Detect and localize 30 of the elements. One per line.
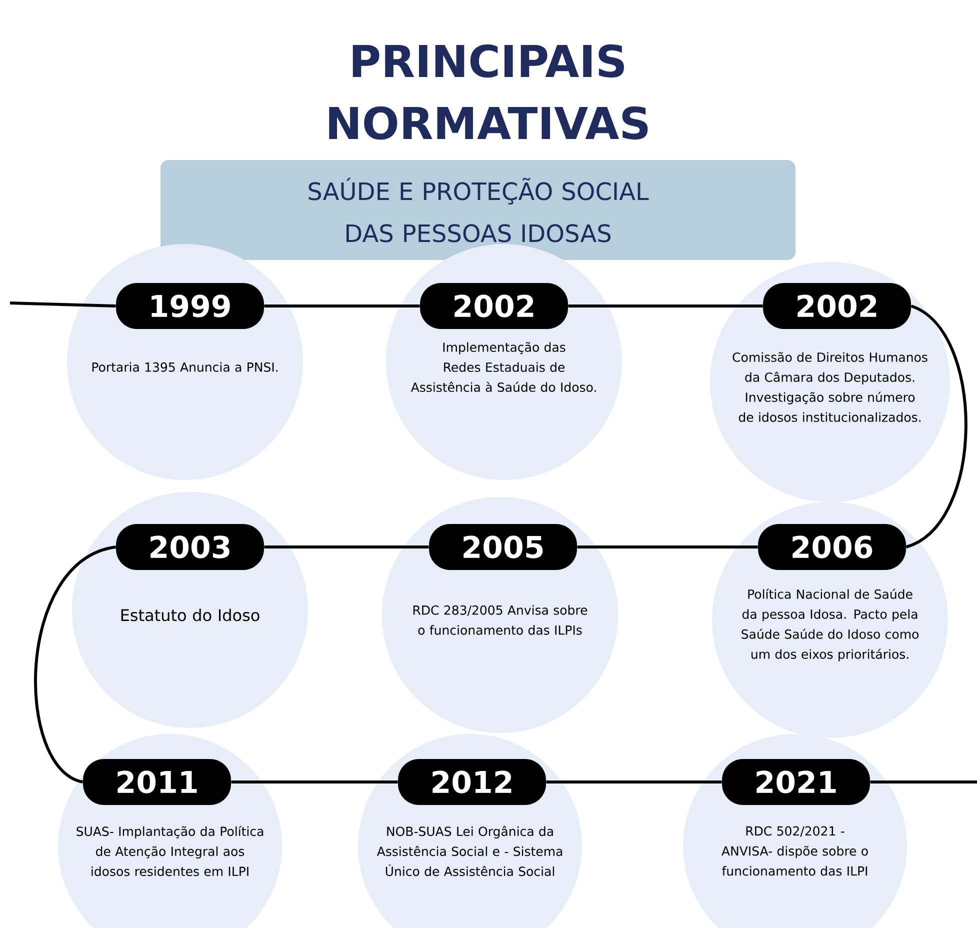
timeline-line: [906, 304, 968, 548]
timeline-line: [870, 780, 977, 784]
event-description: SUAS- Implantação da Política de Atenção Integral aos idosos residentes em ILPI: [76, 826, 264, 876]
timeline-line: [10, 302, 116, 308]
subtitle-band: SAÚDE E PROTEÇÃO SOCIAL DAS PESSOAS IDOSAS: [160, 160, 796, 260]
timeline-line: [568, 304, 763, 308]
timeline-line: [577, 546, 758, 548]
year-pill: 2005: [429, 524, 577, 570]
year-pill: 1999: [116, 283, 264, 329]
event-description: Estatuto do Idoso: [121, 608, 260, 622]
year-pill: 2002: [763, 283, 911, 329]
event-description: RDC 283/2005 Anvisa sobre o funcionamento das ILPIs: [413, 605, 588, 635]
title: PRINCIPAIS NORMATIVAS: [329, 44, 648, 140]
year-pill: 2002: [420, 283, 568, 329]
timeline-line: [231, 780, 398, 784]
timeline-line: [264, 546, 429, 548]
year-pill: 2012: [398, 759, 546, 805]
event-description: RDC 502/2021 - ANVISA- dispõe sobre o funcionamento das ILPI: [722, 826, 868, 876]
event-description: Política Nacional de Saúde da pessoa Idosa. Pacto pela Saúde Saúde do Idoso como um dos eixos prioritários.: [742, 588, 918, 662]
event-description: Comissão de Direitos Humanos da Câmara dos Deputados. Investigação sobre número de idosos institucionalizados.: [732, 352, 928, 422]
year-pill: 2003: [116, 524, 264, 570]
event-description: Implementação das Redes Estaduais de Assistência à Saúde do Idoso.: [410, 342, 596, 392]
timeline-line: [546, 780, 722, 784]
year-pill: 2021: [722, 759, 870, 805]
event-description: NOB-SUAS Lei Orgânica da Assistência Social e - Sistema Único de Assistência Social: [376, 826, 562, 876]
timeline-line: [264, 304, 420, 308]
year-pill: 2006: [758, 524, 906, 570]
event-description: Portaria 1395 Anuncia a PNSI.: [92, 362, 278, 372]
timeline-line: [34, 546, 116, 784]
year-pill: 2011: [83, 759, 231, 805]
